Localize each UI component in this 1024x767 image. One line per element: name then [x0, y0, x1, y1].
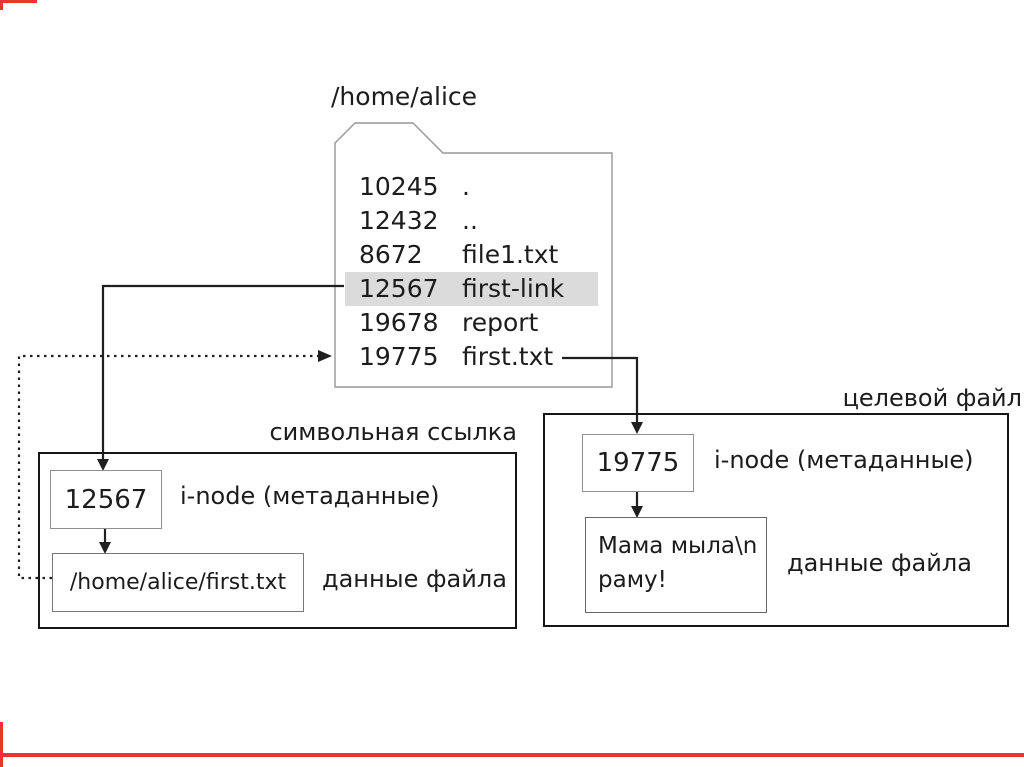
file-name: first.txt: [462, 342, 554, 371]
symlink-data-label: данные файла: [322, 565, 507, 593]
folder-shape: [334, 122, 613, 388]
arrow-direntry-to-symlink-inode-icon: [97, 284, 344, 471]
symlink-data-box: /home/alice/first.txt: [52, 553, 304, 612]
directory-row: 19678 report: [345, 306, 598, 340]
file-name: file1.txt: [462, 240, 559, 269]
symlink-box: [38, 452, 517, 629]
arrow-symlink-inode-to-data-icon: [99, 528, 111, 554]
symlink-target-path: /home/alice/first.txt: [69, 570, 287, 595]
file-name: ..: [462, 206, 478, 235]
target-inode-box: 19775: [582, 434, 694, 492]
arrow-symlink-data-to-direntry-icon: [17, 350, 332, 580]
arrow-target-inode-to-data-icon: [631, 491, 643, 518]
slide-border-bottom-line: [0, 753, 1024, 757]
directory-row: 10245.: [345, 170, 598, 204]
directory-row: 8672 file1.txt: [345, 238, 598, 272]
directory-row: 12432..: [345, 204, 598, 238]
symlink-inode-label: i-node (метаданные): [180, 482, 440, 510]
file-name: report: [462, 308, 539, 337]
target-data-box: Мама мыла\n раму!: [585, 517, 767, 613]
inode-number: 19678: [359, 308, 439, 337]
slide-border-topleft-mark: [0, 0, 3, 10]
inode-number: 12567: [359, 274, 439, 303]
target-inode-label: i-node (метаданные): [714, 446, 974, 474]
target-inode-number: 19775: [596, 448, 680, 478]
target-data-line2: раму!: [598, 567, 667, 593]
target-box: [543, 413, 1009, 627]
symlink-box-label: символьная ссылка: [269, 418, 517, 446]
directory-row: 19775 first.txt: [345, 340, 598, 374]
directory-row-highlighted: 12567 first-link: [345, 272, 598, 306]
directory-path-title: /home/alice: [331, 82, 478, 111]
file-name: .: [462, 172, 470, 201]
inode-number: 19775: [359, 342, 439, 371]
file-name: first-link: [462, 274, 565, 303]
target-data-label: данные файла: [787, 549, 972, 577]
symlink-inode-box: 12567: [50, 470, 162, 529]
target-data-line1: Мама мыла\n: [598, 533, 758, 559]
target-box-label: целевой файл: [842, 384, 1022, 412]
inode-number: 10245: [359, 172, 439, 201]
slide-border-bottomleft-mark: [0, 722, 3, 767]
inode-number: 12432: [359, 206, 439, 235]
symlink-inode-number: 12567: [64, 484, 148, 515]
slide-border-top-mark: [0, 0, 37, 3]
inode-number: 8672: [359, 240, 423, 269]
arrow-direntry-to-target-inode-icon: [562, 356, 643, 434]
